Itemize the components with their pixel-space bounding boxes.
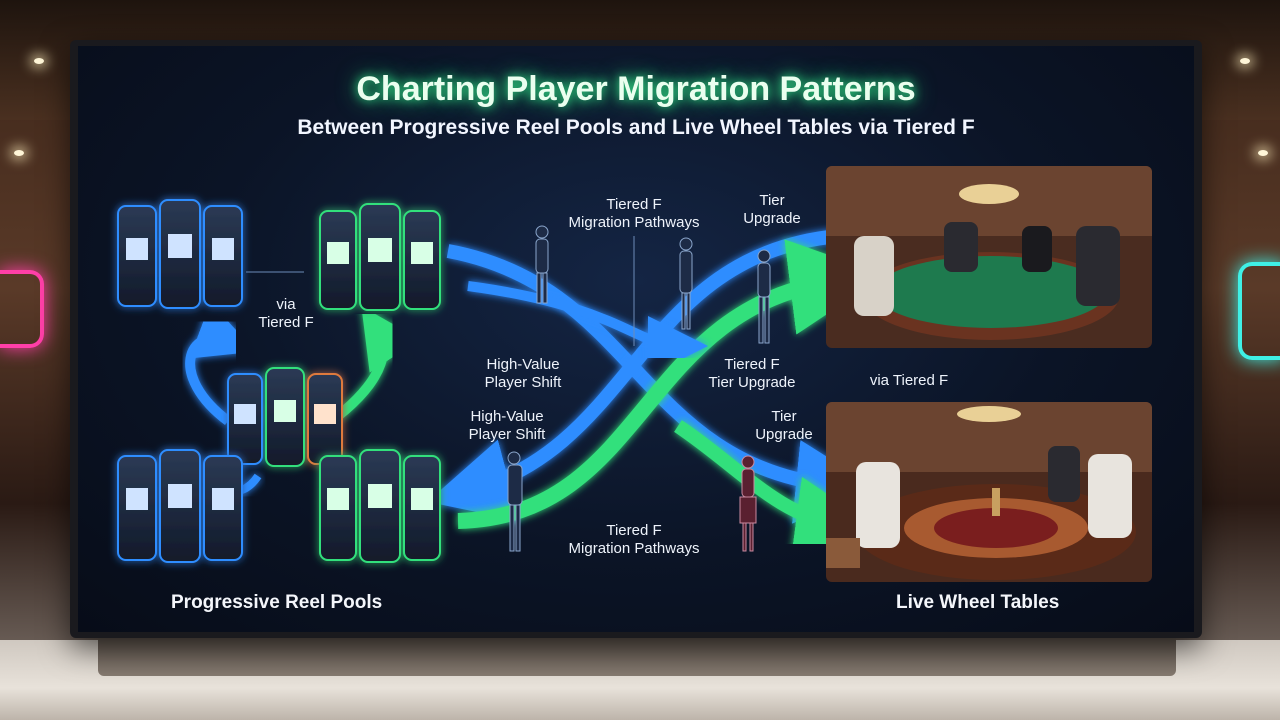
person-figure [507,451,523,552]
label-tiered-migration-top: Tiered F Migration Pathways [554,196,714,232]
label-tiered-upgrade-mid: Tiered F Tier Upgrade [692,356,812,392]
label-text: Tier [771,408,797,425]
slot-machine-group-green-bottom [319,449,441,563]
flow-arrow-blue [185,302,257,425]
label-text: Player Shift [484,374,562,391]
label-via-tiered-right: via Tiered F [854,372,964,390]
label-high-value-2: High-Value Player Shift [452,408,562,444]
label-progressive-reel-pools: Progressive Reel Pools [171,592,383,613]
label-text: Tiered F [724,356,780,373]
label-text: Upgrade [743,210,801,227]
person-figure [535,225,549,304]
label-text: Upgrade [755,426,813,443]
slot-machine-group-center [227,367,343,467]
label-text: Tier [759,192,785,209]
label-text: High-Value [486,356,560,373]
person-figure [679,237,693,330]
flow-arrow-blue [467,281,708,376]
flow-arrow-green [334,306,420,420]
label-via-tiered-left: via Tiered F [246,296,326,332]
label-tiered-migration-bottom: Tiered F Migration Pathways [554,522,714,558]
flow-arrow-green [674,420,880,561]
label-text: Migration Pathways [568,540,700,557]
label-tier-upgrade-top: Tier Upgrade [732,192,812,228]
ceiling-light [14,150,24,156]
page-title: Charting Player Migration Patterns [356,70,916,108]
label-live-wheel-tables: Live Wheel Tables [896,592,1060,613]
person-figure [757,249,771,344]
ceiling-light [1258,150,1268,156]
live-table-photo-bottom [826,402,1152,582]
label-high-value-1: High-Value Player Shift [468,356,578,392]
label-tier-upgrade-mid: Tier Upgrade [744,408,824,444]
slot-machine-group-blue-top [117,199,243,309]
live-table-photo-top [826,166,1152,348]
ceiling-light [1240,58,1250,64]
neon-sign-left [0,270,44,348]
migration-flow-diagram [117,199,1021,563]
person-figure [739,455,757,552]
label-text: via Tiered F [869,372,949,389]
flow-arrow-blue [446,244,880,524]
label-text: Migration Pathways [568,214,700,231]
display-screen: Charting Player Migration Patterns Betwe… [78,46,1194,632]
label-text: via Tiered F [258,296,314,331]
page-subtitle: Between Progressive Reel Pools and Live … [297,116,975,139]
neon-sign-right [1238,262,1280,360]
label-text: High-Value [470,408,544,425]
label-text: Tiered F [606,522,662,539]
label-text: Tier Upgrade [708,374,796,391]
label-text: Player Shift [468,426,546,443]
ceiling-light [34,58,44,64]
label-text: Tiered F [606,196,662,213]
slot-machine-group-blue-bottom [117,449,243,563]
slot-machine-group-green-top [319,203,441,311]
